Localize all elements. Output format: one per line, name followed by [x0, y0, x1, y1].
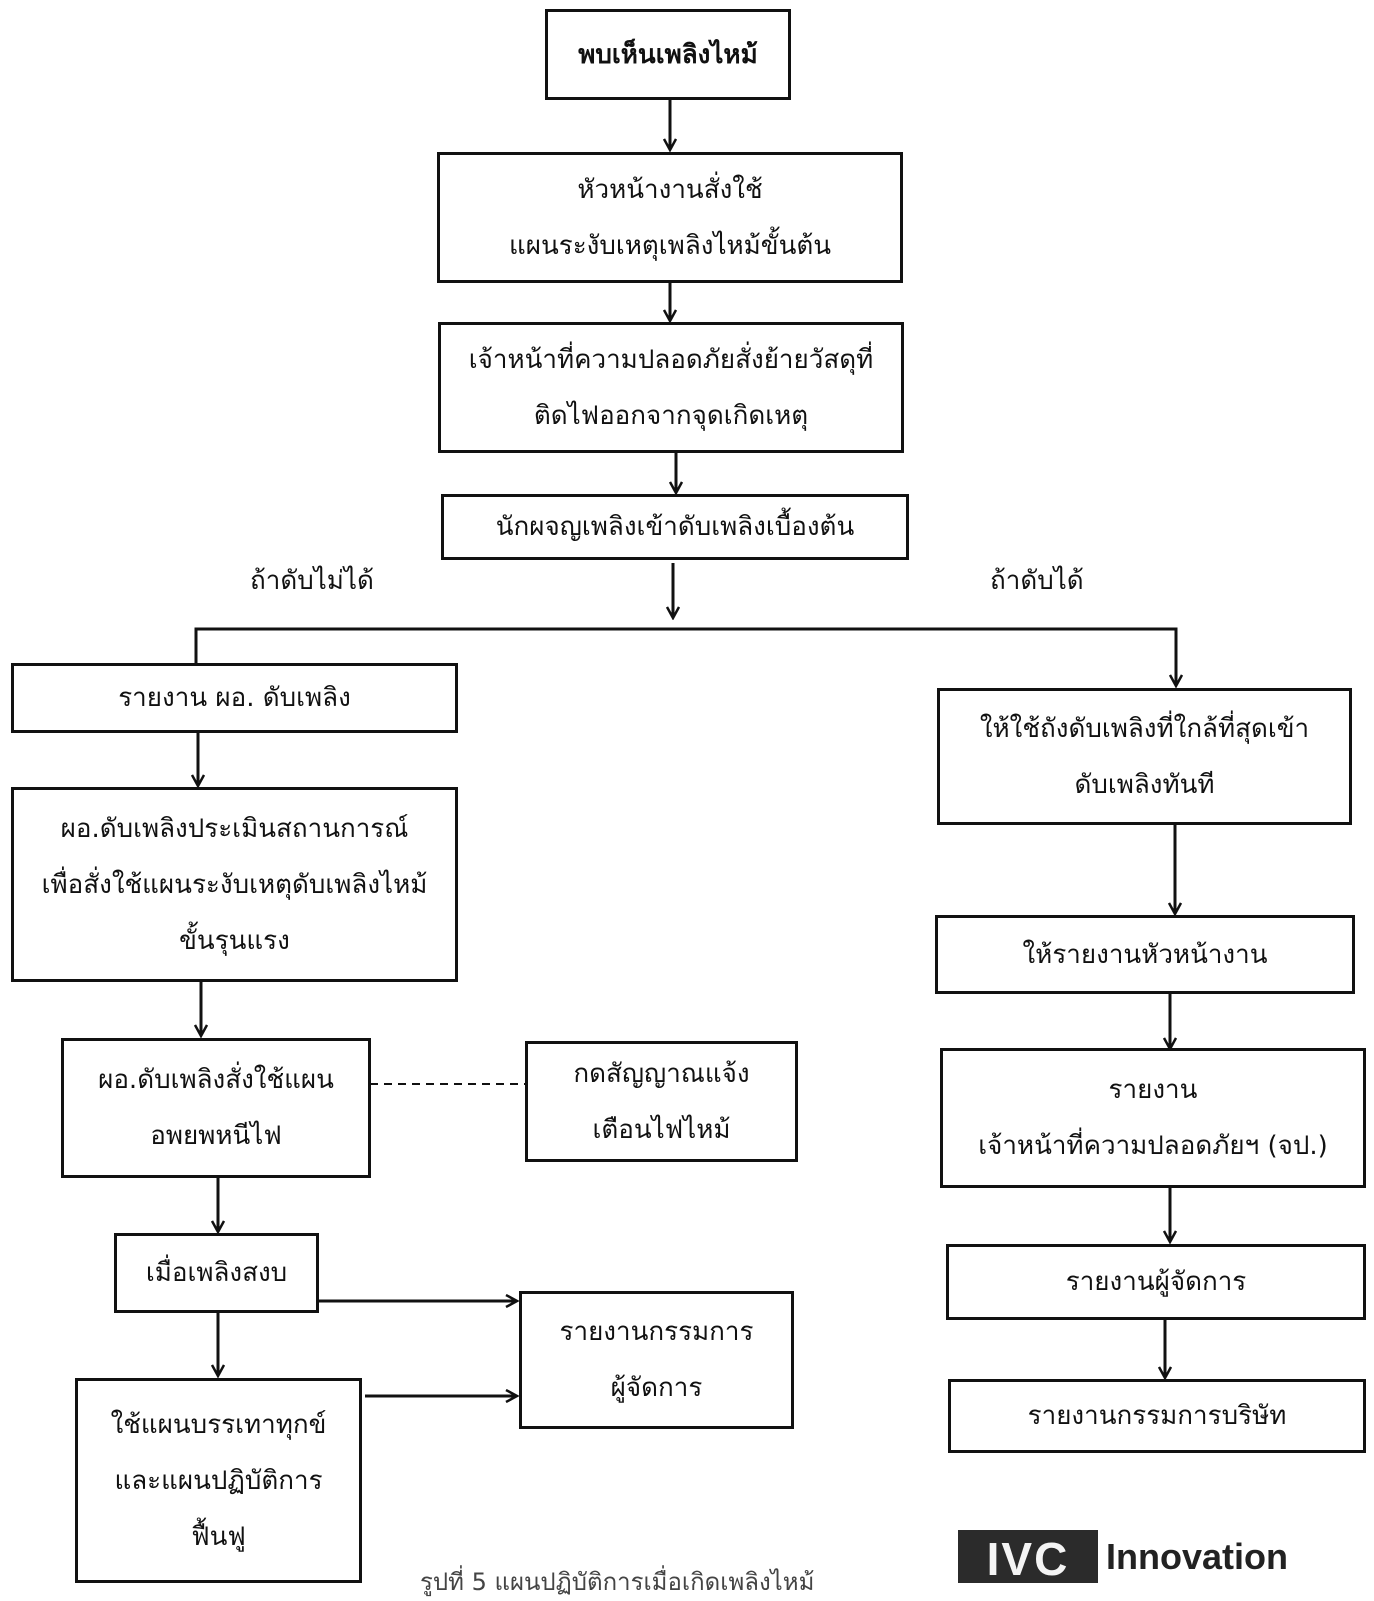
node-report-director: รายงาน ผอ. ดับเพลิง: [11, 663, 458, 733]
node-fire-found: พบเห็นเพลิงไหม้: [545, 9, 791, 100]
branch-line: [194, 627, 1176, 685]
node-evacuation: ผอ.ดับเพลิงสั่งใช้แผน อพยพหนีไฟ: [61, 1038, 371, 1178]
node-report-safety: รายงาน เจ้าหน้าที่ความปลอดภัยฯ (จป.): [940, 1048, 1366, 1188]
node-alarm: กดสัญญาณแจ้ง เตือนไฟไหม้: [525, 1041, 798, 1162]
label-can-extinguish: ถ้าดับได้: [990, 566, 1084, 596]
label-cannot-extinguish: ถ้าดับไม่ได้: [250, 566, 374, 596]
node-director-assess: ผอ.ดับเพลิงประเมินสถานการณ์ เพื่อสั่งใช้…: [11, 787, 458, 982]
figure-caption: รูปที่ 5 แผนปฏิบัติการเมื่อเกิดเพลิงไหม้: [420, 1568, 815, 1596]
node-report-board-manager: รายงานกรรมการ ผู้จัดการ: [519, 1291, 794, 1429]
node-use-extinguisher: ให้ใช้ถังดับเพลิงที่ใกล้ที่สุดเข้า ดับเพ…: [937, 688, 1352, 825]
node-safety-remove: เจ้าหน้าที่ความปลอดภัยสั่งย้ายวัสดุที่ ต…: [438, 322, 904, 453]
node-supervisor-order: หัวหน้างานสั่งใช้ แผนระงับเหตุเพลิงไหม้ข…: [437, 152, 903, 283]
node-report-manager: รายงานผู้จัดการ: [946, 1244, 1366, 1320]
node-report-supervisor: ให้รายงานหัวหน้างาน: [935, 915, 1355, 994]
node-firefighter: นักผจญเพลิงเข้าดับเพลิงเบื้องต้น: [441, 494, 909, 560]
node-fire-calm: เมื่อเพลิงสงบ: [114, 1233, 319, 1313]
logo-text: Innovation: [1106, 1536, 1288, 1577]
node-report-board: รายงานกรรมการบริษัท: [948, 1379, 1366, 1453]
node-recovery: ใช้แผนบรรเทาทุกข์ และแผนปฏิบัติการ ฟื้นฟ…: [75, 1378, 362, 1583]
logo-mark: IVC: [958, 1530, 1098, 1585]
logo: IVC Innovation: [958, 1530, 1374, 1585]
